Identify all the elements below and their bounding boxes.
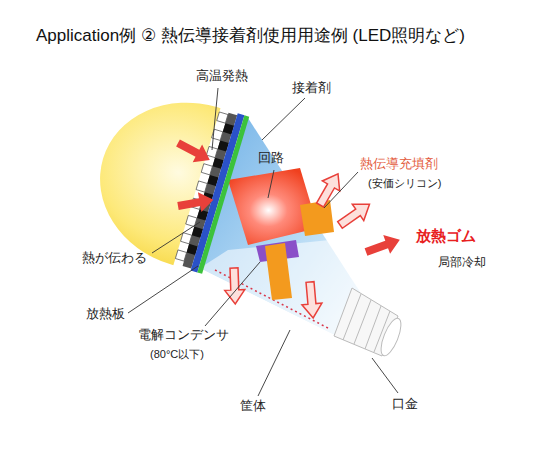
cooling-arrow <box>363 230 404 261</box>
housing-cone <box>200 118 360 335</box>
part-label: 熱が伝わる <box>82 250 147 266</box>
note-label: 局部冷却 <box>438 255 486 269</box>
heat-out-arrow <box>334 196 375 233</box>
part-label: 電解コンデンサ <box>138 327 229 343</box>
part-label: 回路 <box>258 150 284 166</box>
led-module <box>79 80 308 292</box>
part-label: 接着剤 <box>292 80 331 96</box>
material-label: 熱伝導充填剤 <box>360 156 438 172</box>
part-label: 口金 <box>392 396 418 412</box>
note-label: (80°C以下) <box>150 348 204 361</box>
thermal-filler <box>300 200 334 236</box>
thermal-filler-vertical <box>265 243 292 300</box>
heat-out-arrow <box>224 268 245 305</box>
part-label: 放熱板 <box>86 306 125 322</box>
part-label: 高温発熱 <box>196 68 248 84</box>
note-label: (安価シリコン) <box>368 177 441 190</box>
lamp-cap <box>334 288 405 358</box>
material-label: 放熱ゴム <box>416 227 476 245</box>
housing-lower <box>200 240 360 335</box>
part-label: 筐体 <box>240 398 266 414</box>
leader-lines <box>128 88 398 396</box>
heat-arrow <box>176 190 215 216</box>
heat-arrow <box>173 134 214 169</box>
diagram-title: Application例 ② 熱伝導接着剤使用用途例 (LED照明など) <box>36 26 465 46</box>
heat-out-arrow <box>300 281 323 319</box>
